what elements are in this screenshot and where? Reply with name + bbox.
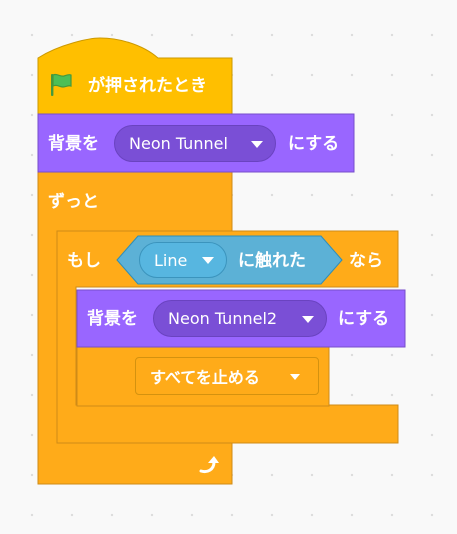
switch-backdrop-suffix: にする xyxy=(288,134,340,154)
stop-option-dropdown[interactable]: すべてを止める xyxy=(135,357,319,395)
chevron-down-icon xyxy=(202,257,214,264)
stop-option-value: すべてを止める xyxy=(150,368,260,387)
green-flag-icon xyxy=(51,73,72,96)
switch-backdrop-prefix: 背景を xyxy=(48,134,99,154)
chevron-down-icon xyxy=(302,315,314,323)
switch-backdrop-2-suffix: にする xyxy=(338,309,390,329)
chevron-down-icon xyxy=(290,374,300,380)
loop-arrow-icon xyxy=(199,456,219,474)
backdrop-dropdown-2[interactable]: Neon Tunnel2 xyxy=(153,300,327,337)
switch-backdrop-2-prefix: 背景を xyxy=(87,309,138,329)
if-suffix: なら xyxy=(349,251,383,271)
backdrop-dropdown-value: Neon Tunnel xyxy=(129,134,228,153)
chevron-down-icon xyxy=(251,140,263,148)
when-flag-clicked-block[interactable] xyxy=(37,37,233,115)
if-prefix: もし xyxy=(67,251,101,271)
touching-label: に触れた xyxy=(238,251,306,271)
backdrop-dropdown-2-value: Neon Tunnel2 xyxy=(168,309,278,328)
touching-object-dropdown[interactable]: Line xyxy=(139,242,227,278)
touching-object-value: Line xyxy=(154,250,188,270)
backdrop-dropdown[interactable]: Neon Tunnel xyxy=(114,125,276,162)
forever-label: ずっと xyxy=(48,192,99,212)
hat-block-label: が押されたとき xyxy=(88,76,207,96)
